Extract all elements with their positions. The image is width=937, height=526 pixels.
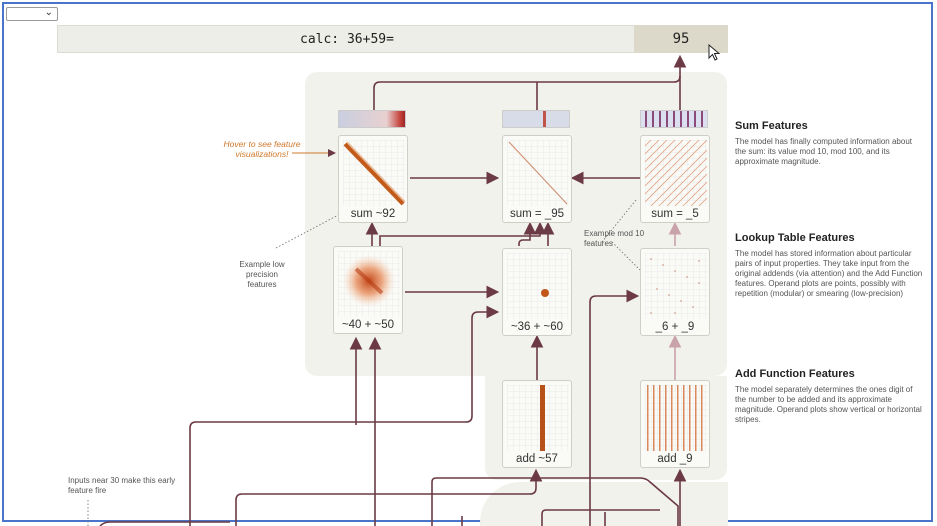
add-function-heading: Add Function Features [735,368,855,380]
sum-features-heading: Sum Features [735,120,808,132]
node-label: add ~57 [516,453,558,465]
mod10-note: Example mod 10 features [584,229,645,248]
operand-plot [343,140,405,206]
feature-node-sum92[interactable]: sum ~92 [338,135,408,223]
feature-node-add9[interactable]: add _9 [640,380,710,468]
operand-plot [338,251,400,317]
feature-node-lut3660[interactable]: ~36 + ~60 [502,248,572,336]
hover-hint: Hover to see feature visualizations! [223,139,301,159]
feature-node-sum95[interactable]: sum = _95 [502,135,572,223]
node-label: ~36 + ~60 [510,321,564,333]
node-label: sum = _95 [509,208,565,220]
sum5-strip [640,110,708,128]
node-label: ~40 + ~50 [341,319,395,331]
node-label: add _9 [657,453,693,465]
operand-plot [507,140,569,206]
inputs-note: Inputs near 30 make this early feature f… [68,476,176,495]
low-precision-note: Example low precision features [239,260,285,289]
node-label: _6 + _9 [655,321,695,333]
operand-plot [645,385,707,451]
operand-plot [507,253,569,319]
mouse-cursor-icon [708,44,721,61]
operand-plot [645,253,707,319]
feature-node-lut4050[interactable]: ~40 + ~50 [333,246,403,334]
node-label: sum = _5 [651,208,699,220]
add-function-text: The model separately determines the ones… [735,385,922,424]
operand-plot [507,385,569,451]
input-panel [480,482,728,526]
prompt-select[interactable]: ⌄ [6,7,58,21]
node-label: sum ~92 [350,208,396,220]
sum92-strip [338,110,406,128]
chevron-down-icon: ⌄ [44,7,53,18]
prompt-text: calc: 36+59= [300,32,394,47]
sum-features-text: The model has finally computed informati… [735,137,912,166]
lookup-features-heading: Lookup Table Features [735,232,855,244]
feature-node-lut69[interactable]: _6 + _9 [640,248,710,336]
sum95-strip [502,110,570,128]
lookup-features-text: The model has stored information about p… [735,249,923,298]
feature-node-sum5[interactable]: sum = _5 [640,135,710,223]
feature-node-add57[interactable]: add ~57 [502,380,572,468]
operand-plot [645,140,707,206]
